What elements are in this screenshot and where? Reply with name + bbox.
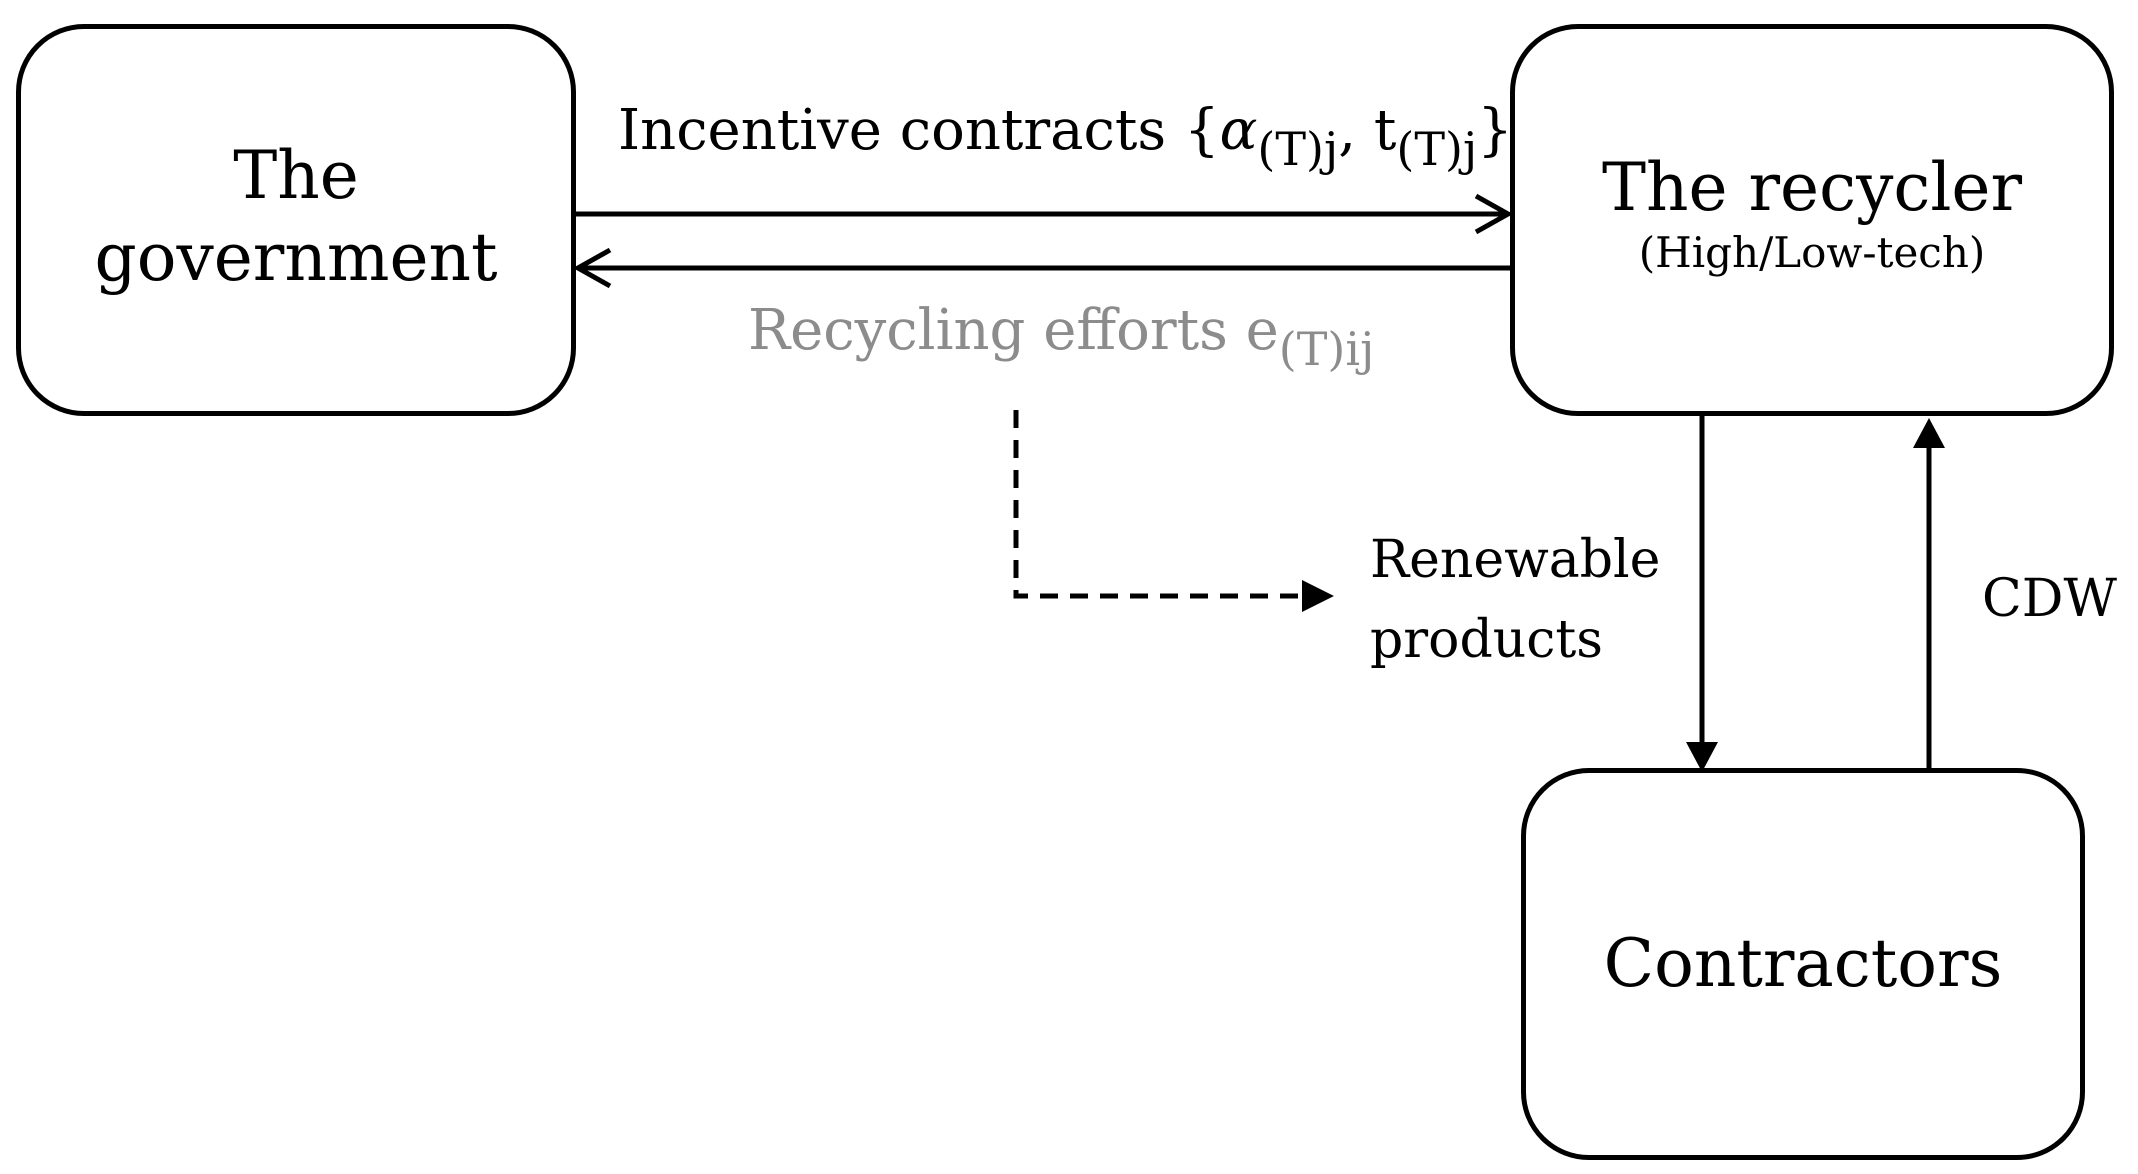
edge-recycler-to-contractors-arrow bbox=[1686, 416, 1718, 772]
incentive-close-brace: } bbox=[1477, 98, 1513, 163]
node-contractors-title: Contractors bbox=[1603, 925, 2003, 1002]
edge-incentive-arrow bbox=[576, 193, 1514, 235]
edge-renewable-dashed-arrow bbox=[1013, 410, 1334, 612]
e-subscript: (T)ij bbox=[1278, 322, 1375, 376]
node-contractors: Contractors bbox=[1521, 768, 2085, 1160]
recycling-text: Recycling efforts bbox=[748, 298, 1246, 363]
cdw-label: CDW bbox=[1982, 569, 2117, 629]
incentive-text: Incentive contracts { bbox=[618, 98, 1220, 163]
node-government: The government bbox=[16, 24, 576, 416]
node-recycler: The recycler (High/Low-tech) bbox=[1510, 24, 2114, 416]
edge-cdw-arrow bbox=[1913, 418, 1945, 768]
alpha-subscript: (T)j bbox=[1257, 122, 1339, 176]
incentive-comma: , bbox=[1338, 98, 1374, 163]
edge-incentive-label: Incentive contracts {α(T)j, t(T)j} bbox=[618, 96, 1513, 184]
t-subscript: (T)j bbox=[1396, 122, 1478, 176]
node-government-line2: government bbox=[94, 219, 498, 296]
node-recycler-title: The recycler bbox=[1601, 149, 2023, 226]
node-government-line1: The bbox=[233, 137, 359, 214]
node-recycler-subtitle: (High/Low-tech) bbox=[1638, 228, 1986, 277]
edge-recycling-label: Recycling efforts e(T)ij bbox=[748, 296, 1374, 384]
alpha-symbol: α bbox=[1219, 98, 1258, 163]
renewable-products-label: Renewable products bbox=[1370, 530, 1661, 670]
e-symbol: e bbox=[1245, 298, 1279, 363]
t-symbol: t bbox=[1373, 98, 1397, 163]
edge-recycling-arrow bbox=[572, 247, 1510, 289]
